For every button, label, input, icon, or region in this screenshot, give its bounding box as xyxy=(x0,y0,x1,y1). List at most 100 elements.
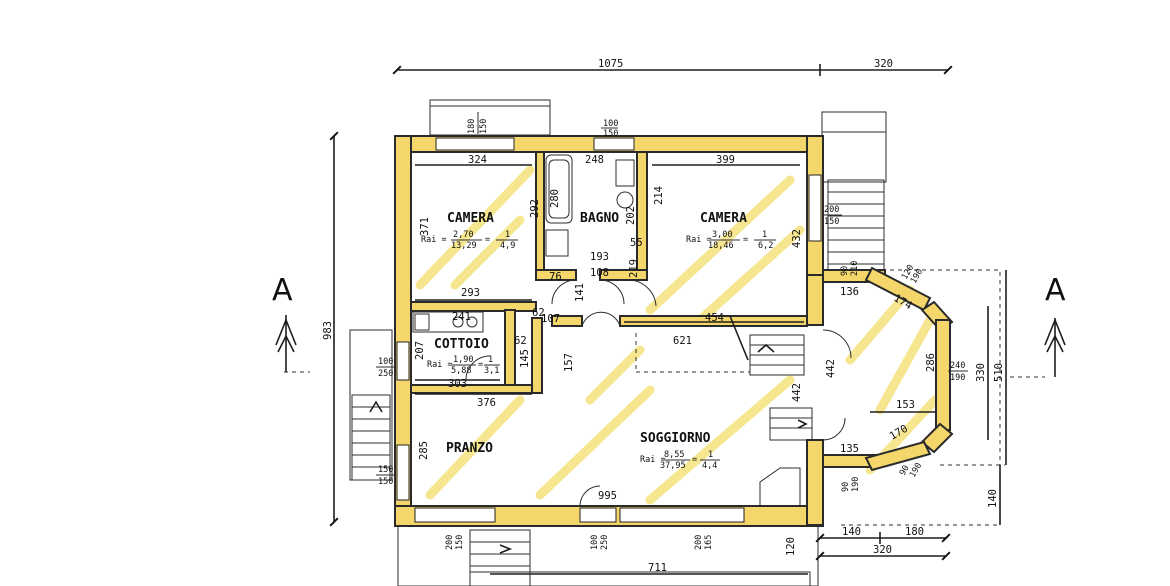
svg-text:1: 1 xyxy=(762,230,767,240)
section-marker-right: A xyxy=(1045,273,1066,308)
svg-text:1: 1 xyxy=(505,230,510,240)
svg-text:165: 165 xyxy=(704,535,714,550)
svg-text:241: 241 xyxy=(452,311,471,323)
svg-text:145: 145 xyxy=(519,349,531,368)
room-name-pranzo: PRANZO xyxy=(446,441,493,456)
svg-text:210: 210 xyxy=(850,261,860,276)
svg-text:140: 140 xyxy=(987,489,999,508)
svg-text:150: 150 xyxy=(479,119,489,134)
svg-text:135: 135 xyxy=(840,443,859,455)
room-labels: CAMERA Rai = 2,70 13,29 = 1 4,9 BAGNO CA… xyxy=(421,211,776,471)
svg-text:399: 399 xyxy=(716,154,735,166)
svg-text:442: 442 xyxy=(825,359,837,378)
svg-text:200: 200 xyxy=(824,205,839,215)
doors xyxy=(465,279,852,507)
svg-text:150: 150 xyxy=(824,217,839,227)
svg-text:157: 157 xyxy=(563,353,575,372)
svg-text:330: 330 xyxy=(975,363,987,382)
svg-text:13,29: 13,29 xyxy=(451,241,477,251)
room-name-cottoio: COTTOIO xyxy=(434,337,489,352)
svg-text:37,95: 37,95 xyxy=(660,461,686,471)
svg-text:136: 136 xyxy=(840,286,859,298)
dim-top-total: 1075 xyxy=(598,58,623,70)
room-name-camera-left: CAMERA xyxy=(447,211,494,226)
svg-text:3,00: 3,00 xyxy=(712,230,732,240)
svg-text:250: 250 xyxy=(378,369,393,379)
svg-text:150: 150 xyxy=(455,535,465,550)
svg-text:190: 190 xyxy=(950,373,965,383)
svg-text:100: 100 xyxy=(378,357,393,367)
svg-text:207: 207 xyxy=(414,341,426,360)
svg-text:90: 90 xyxy=(898,464,912,478)
svg-text:=: = xyxy=(485,235,490,245)
svg-text:100: 100 xyxy=(590,535,600,550)
bathroom-fixtures xyxy=(412,154,635,333)
section-markers: A A xyxy=(272,273,1066,353)
svg-text:250: 250 xyxy=(600,535,610,550)
dimension-lines xyxy=(285,64,1056,575)
svg-text:200: 200 xyxy=(694,535,704,550)
windows xyxy=(396,137,822,523)
svg-text:219: 219 xyxy=(628,259,640,278)
svg-text:293: 293 xyxy=(461,287,480,299)
svg-text:442: 442 xyxy=(791,383,803,402)
svg-text:150: 150 xyxy=(603,129,618,139)
svg-text:320: 320 xyxy=(873,544,892,556)
svg-text:4,4: 4,4 xyxy=(702,461,717,471)
svg-text:55: 55 xyxy=(630,237,643,249)
svg-text:5,88: 5,88 xyxy=(451,366,471,376)
svg-text:621: 621 xyxy=(673,335,692,347)
svg-text:202: 202 xyxy=(625,206,637,225)
svg-text:454: 454 xyxy=(705,312,724,324)
svg-text:190: 190 xyxy=(908,461,924,479)
svg-text:200: 200 xyxy=(445,535,455,550)
svg-text:Rai =: Rai = xyxy=(427,360,453,370)
svg-text:150: 150 xyxy=(378,477,393,487)
svg-text:62: 62 xyxy=(532,307,545,319)
svg-text:995: 995 xyxy=(598,490,617,502)
svg-text:240: 240 xyxy=(950,361,965,371)
svg-text:3,1: 3,1 xyxy=(484,366,499,376)
svg-text:140: 140 xyxy=(842,526,861,538)
svg-text:=: = xyxy=(743,235,748,245)
svg-text:280: 280 xyxy=(549,189,561,208)
svg-text:=: = xyxy=(692,455,697,465)
svg-text:180: 180 xyxy=(905,526,924,538)
svg-text:303: 303 xyxy=(448,378,467,390)
svg-text:100: 100 xyxy=(603,119,618,129)
svg-text:6,2: 6,2 xyxy=(758,241,773,251)
svg-text:371: 371 xyxy=(419,217,431,236)
svg-text:1: 1 xyxy=(708,450,713,460)
svg-text:Rai =: Rai = xyxy=(421,235,447,245)
svg-text:180: 180 xyxy=(467,119,477,134)
svg-text:107: 107 xyxy=(541,313,560,325)
svg-text:8,55: 8,55 xyxy=(664,450,684,460)
svg-text:214: 214 xyxy=(653,186,665,205)
svg-text:62: 62 xyxy=(514,335,527,347)
svg-text:711: 711 xyxy=(648,562,667,574)
opening-labels: 180 150 100 150 200 150 90 210 120 190 2… xyxy=(376,112,968,550)
svg-text:248: 248 xyxy=(585,154,604,166)
dim-top-right: 320 xyxy=(874,58,893,70)
svg-text:18,46: 18,46 xyxy=(708,241,734,251)
room-name-soggiorno: SOGGIORNO xyxy=(640,431,711,446)
svg-text:286: 286 xyxy=(925,353,937,372)
svg-text:292: 292 xyxy=(529,199,541,218)
svg-text:90: 90 xyxy=(840,266,850,276)
svg-text:Rai =: Rai = xyxy=(640,455,666,465)
svg-text:150: 150 xyxy=(378,465,393,475)
svg-text:190: 190 xyxy=(851,477,861,492)
svg-text:=: = xyxy=(478,360,483,370)
svg-text:141: 141 xyxy=(574,283,586,302)
svg-text:193: 193 xyxy=(590,251,609,263)
room-name-bagno: BAGNO xyxy=(580,211,619,226)
svg-text:324: 324 xyxy=(468,154,487,166)
hatch-marks xyxy=(415,165,940,505)
svg-text:153: 153 xyxy=(896,399,915,411)
svg-text:285: 285 xyxy=(418,441,430,460)
svg-text:Rai =: Rai = xyxy=(686,235,712,245)
dimension-labels: 1075 320 983 324 371 292 248 280 202 214… xyxy=(322,58,1005,574)
svg-text:120: 120 xyxy=(785,537,797,556)
svg-text:108: 108 xyxy=(590,267,609,279)
